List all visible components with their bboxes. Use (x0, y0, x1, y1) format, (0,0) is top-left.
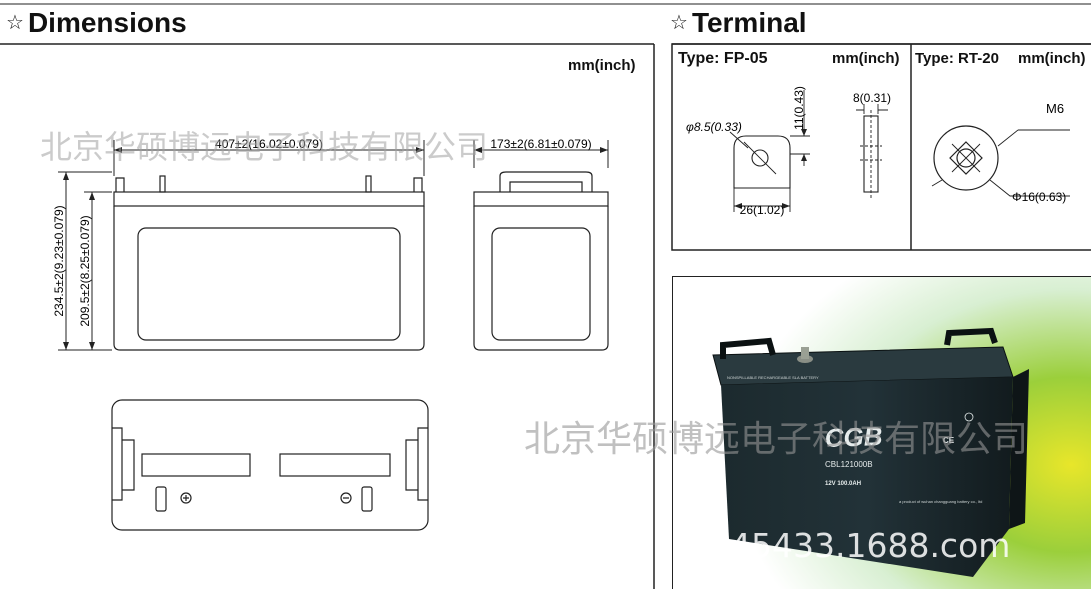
battery-rating: 12V 100.0AH (825, 481, 861, 487)
length-dimension: 407±2(16.02±0.079) (215, 137, 323, 151)
recycle-icon (964, 412, 974, 422)
watermark-url: 7645433.1688.com (688, 526, 1011, 565)
watermark-text-middle: 北京华硕博远电子科技有限公司 (524, 419, 1029, 460)
battery-model: CBL121000B (825, 460, 873, 469)
front-view-drawing (113, 175, 425, 351)
battery-maker: a product of wuhan changguang battery co… (899, 499, 982, 504)
product-photo-frame: NONSPILLABLE RECHARGEABLE SLA BATTERY CG… (672, 276, 1091, 589)
side-view-drawing (473, 171, 609, 351)
terminal-title: ☆Terminal (670, 7, 807, 38)
fp05-width-dimension: 26(1.02) (740, 203, 785, 217)
total-height-dimension: 234.5±2(9.23±0.079) (52, 205, 66, 316)
rt20-thread-label: M6 (1046, 101, 1064, 116)
rt20-unit: mm(inch) (1018, 50, 1086, 67)
rt20-diameter-label: Φ16(0.63) (1012, 190, 1066, 204)
fp05-hole-dimension: φ8.5(0.33) (686, 120, 742, 134)
fp05-type-label: Type: FP-05 (678, 50, 768, 67)
ce-mark: CE (943, 436, 955, 445)
battery-brand-logo: CGB (824, 421, 883, 453)
fp05-terminal-drawing (729, 90, 888, 212)
top-view-drawing (111, 399, 429, 531)
width-dimension: 173±2(6.81±0.079) (490, 137, 591, 151)
dimensions-title: ☆Dimensions (6, 7, 187, 38)
fp05-thickness-dimension: 8(0.31) (853, 91, 891, 105)
battery-tagline: NONSPILLABLE RECHARGEABLE SLA BATTERY (727, 375, 819, 380)
dimensions-unit: mm(inch) (568, 57, 636, 74)
rt20-type-label: Type: RT-20 (915, 50, 999, 67)
fp05-height-dimension: 11(0.43) (792, 86, 806, 130)
watermark-text-top: 北京华硕博远电子科技有限公司 (40, 128, 489, 166)
star-icon: ☆ (6, 12, 24, 34)
fp05-unit: mm(inch) (832, 50, 900, 67)
dimension-drawings: 407±2(16.02±0.079) 173±2(6.81±0.079) 234… (52, 137, 609, 531)
star-icon: ☆ (670, 12, 688, 34)
rt20-terminal-drawing (931, 125, 1070, 197)
battery-photo: NONSPILLABLE RECHARGEABLE SLA BATTERY CG… (673, 277, 1091, 589)
container-height-dimension: 209.5±2(8.25±0.079) (78, 215, 92, 326)
